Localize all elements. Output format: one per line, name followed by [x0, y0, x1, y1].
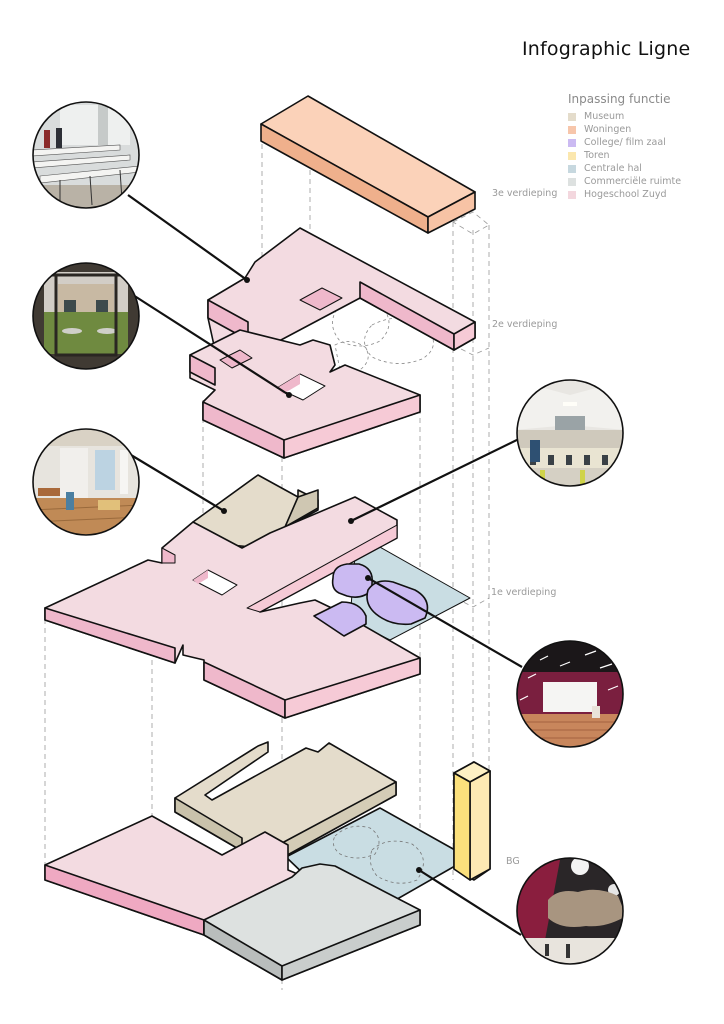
legend-swatch — [568, 138, 576, 147]
legend-swatch — [568, 125, 576, 134]
legend-swatch — [568, 164, 576, 173]
page-title: Infographic Ligne — [522, 38, 691, 60]
photo-frame — [32, 428, 140, 536]
photo-frame — [516, 379, 624, 487]
central-hall-photo-icon — [517, 858, 623, 964]
legend-label: Centrale hal — [584, 163, 642, 174]
floor-bg-plate — [44, 741, 491, 981]
legend-label: College/ film zaal — [584, 137, 666, 148]
floor-2-hogeschool-plate — [189, 227, 476, 459]
floor-1-plate — [44, 474, 471, 719]
photo-frame — [32, 101, 140, 209]
legend-label: Toren — [584, 150, 610, 161]
legend-item-hogeschool-zuyd: Hogeschool Zuyd — [568, 188, 681, 201]
classroom-photo-icon — [33, 102, 139, 208]
legend-swatch — [568, 151, 576, 160]
photo-frame — [32, 262, 140, 370]
floor-3-woningen-block — [260, 95, 476, 234]
floor-label-3e: 3e verdieping — [492, 188, 558, 199]
legend-item-commerciele-ruimte: Commerciële ruimte — [568, 175, 681, 188]
legend-label: Commerciële ruimte — [584, 176, 682, 187]
leader-dots — [221, 277, 422, 873]
college-zone — [313, 601, 367, 637]
legend-swatch — [568, 177, 576, 186]
legend-item-centrale-hal: Centrale hal — [568, 162, 681, 175]
atrium-photo-icon — [517, 380, 623, 486]
museum-photo-icon — [33, 429, 139, 535]
photo-frame — [516, 857, 624, 965]
legend: Inpassing functie Museum Woningen Colleg… — [568, 92, 681, 201]
legend-label: Woningen — [584, 124, 632, 135]
legend-label: Museum — [584, 111, 625, 122]
legend-label: Hogeschool Zuyd — [584, 189, 667, 200]
floor-label-bg: BG — [506, 856, 520, 867]
legend-title: Inpassing functie — [568, 92, 671, 106]
cinema-photo-icon — [517, 641, 623, 747]
legend-swatch — [568, 112, 576, 121]
floor-label-2e: 2e verdieping — [492, 319, 558, 330]
photo-frame — [516, 640, 624, 748]
courtyard-photo-icon — [33, 263, 139, 369]
floor-label-1e: 1e verdieping — [491, 587, 557, 598]
legend-swatch — [568, 190, 576, 199]
leader-lines — [127, 194, 526, 936]
legend-item-college: College/ film zaal — [568, 136, 681, 149]
college-zone — [366, 580, 429, 626]
legend-item-toren: Toren — [568, 149, 681, 162]
legend-item-woningen: Woningen — [568, 123, 681, 136]
toren-tower — [453, 761, 491, 881]
legend-item-museum: Museum — [568, 110, 681, 123]
college-zone — [331, 563, 374, 598]
